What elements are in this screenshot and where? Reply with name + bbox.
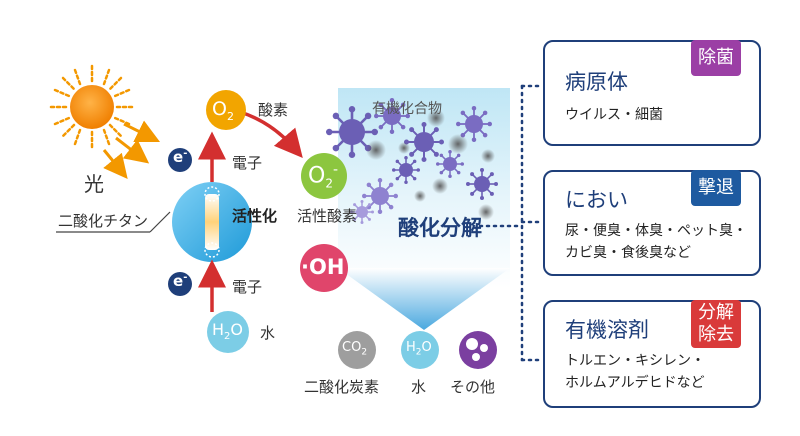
electron-top-icon <box>168 148 192 172</box>
water-symbol-left: H2O <box>212 320 243 343</box>
dust-particle <box>398 142 410 154</box>
card-text-line: 尿・便臭・体臭・ペット臭・ <box>565 223 747 239</box>
badge-line: 除去 <box>698 324 734 345</box>
dust-particle <box>366 140 386 160</box>
other-icon <box>466 338 488 361</box>
water-circle-bottom <box>401 331 439 369</box>
activation-label: 活性化 <box>232 207 278 225</box>
titanium-leader-diag <box>149 211 171 233</box>
card-title: におい <box>565 188 628 212</box>
card-text-line: トルエン・キシレン・ <box>565 353 705 369</box>
dust-particle <box>448 134 468 154</box>
card-odors: におい 尿・便臭・体臭・ペット臭・ カビ臭・食後臭など 撃退 <box>543 170 761 276</box>
superoxide-label: 活性酸素 <box>297 207 358 225</box>
card-title: 有機溶剤 <box>565 318 649 342</box>
hydroxyl-symbol: ·OH <box>301 255 345 279</box>
other-label: その他 <box>450 378 496 396</box>
dust-particle <box>414 190 426 202</box>
co2-symbol: CO2 <box>342 340 368 358</box>
hole-top <box>204 186 220 202</box>
organic-compound-label: 有機化合物 <box>372 101 442 117</box>
virus-icon <box>392 156 420 184</box>
light-label: 光 <box>84 172 104 196</box>
hole-bottom <box>204 242 220 258</box>
virus-icon <box>456 106 492 142</box>
dust-particle <box>478 204 494 220</box>
electron-bottom-symbol: e- <box>173 272 188 290</box>
water-symbol-bottom: H2O <box>406 340 432 358</box>
dust-particle <box>432 178 448 194</box>
badge-decompose-remove: 分解 除去 <box>691 300 741 348</box>
badge-repel: 撃退 <box>691 170 741 206</box>
badge-line: 分解 <box>698 302 734 323</box>
electron-top-symbol: e- <box>173 148 188 166</box>
electron-label-bottom: 電子 <box>232 278 263 296</box>
hydroxyl-circle <box>300 244 348 292</box>
water-label-left: 水 <box>260 324 276 342</box>
sunlight-arrows <box>102 120 161 179</box>
oxygen-label: 酸素 <box>258 101 289 119</box>
card-organic-solvents: 有機溶剤 トルエン・キシレン・ ホルムアルデヒドなど 分解 除去 <box>543 300 761 408</box>
electron-label-top: 電子 <box>232 154 263 172</box>
dust-particle <box>427 109 445 127</box>
oxidative-decomposition-label: 酸化分解 <box>398 216 482 240</box>
electron-bottom-icon <box>168 272 192 296</box>
electron-arrows <box>198 110 303 312</box>
other-circle <box>459 331 497 369</box>
card-title: 病原体 <box>565 70 628 94</box>
virus-icon <box>374 98 410 134</box>
decomposition-funnel <box>338 268 510 330</box>
oxygen-symbol: O2 <box>212 98 234 123</box>
sun-icon <box>49 64 135 150</box>
card-pathogens: 病原体 ウイルス・細菌 除菌 <box>543 40 761 146</box>
card-text-line: カビ臭・食後臭など <box>565 245 691 261</box>
superoxide-symbol: O2- <box>308 162 339 191</box>
virus-icon <box>350 200 374 224</box>
virus-icon <box>466 168 498 200</box>
card-text-line: ウイルス・細菌 <box>565 107 663 123</box>
card-text-line: ホルムアルデヒドなど <box>565 375 705 391</box>
virus-icon <box>362 178 398 214</box>
virus-icon <box>404 122 444 162</box>
superoxide-circle <box>301 153 347 199</box>
water-circle-left <box>207 311 249 353</box>
activation-core <box>205 194 219 250</box>
titanium-dioxide-label: 二酸化チタン <box>58 212 149 230</box>
dust-particle <box>481 149 495 163</box>
connector-lines <box>478 84 544 362</box>
virus-icon <box>436 150 464 178</box>
virus-icons <box>326 98 498 224</box>
oxygen-circle <box>206 90 246 130</box>
water-label-bottom: 水 <box>411 378 427 396</box>
co2-circle <box>338 331 376 369</box>
dust-particles <box>366 109 495 220</box>
co2-label: 二酸化炭素 <box>304 378 380 396</box>
badge-sterilize: 除菌 <box>691 40 741 76</box>
